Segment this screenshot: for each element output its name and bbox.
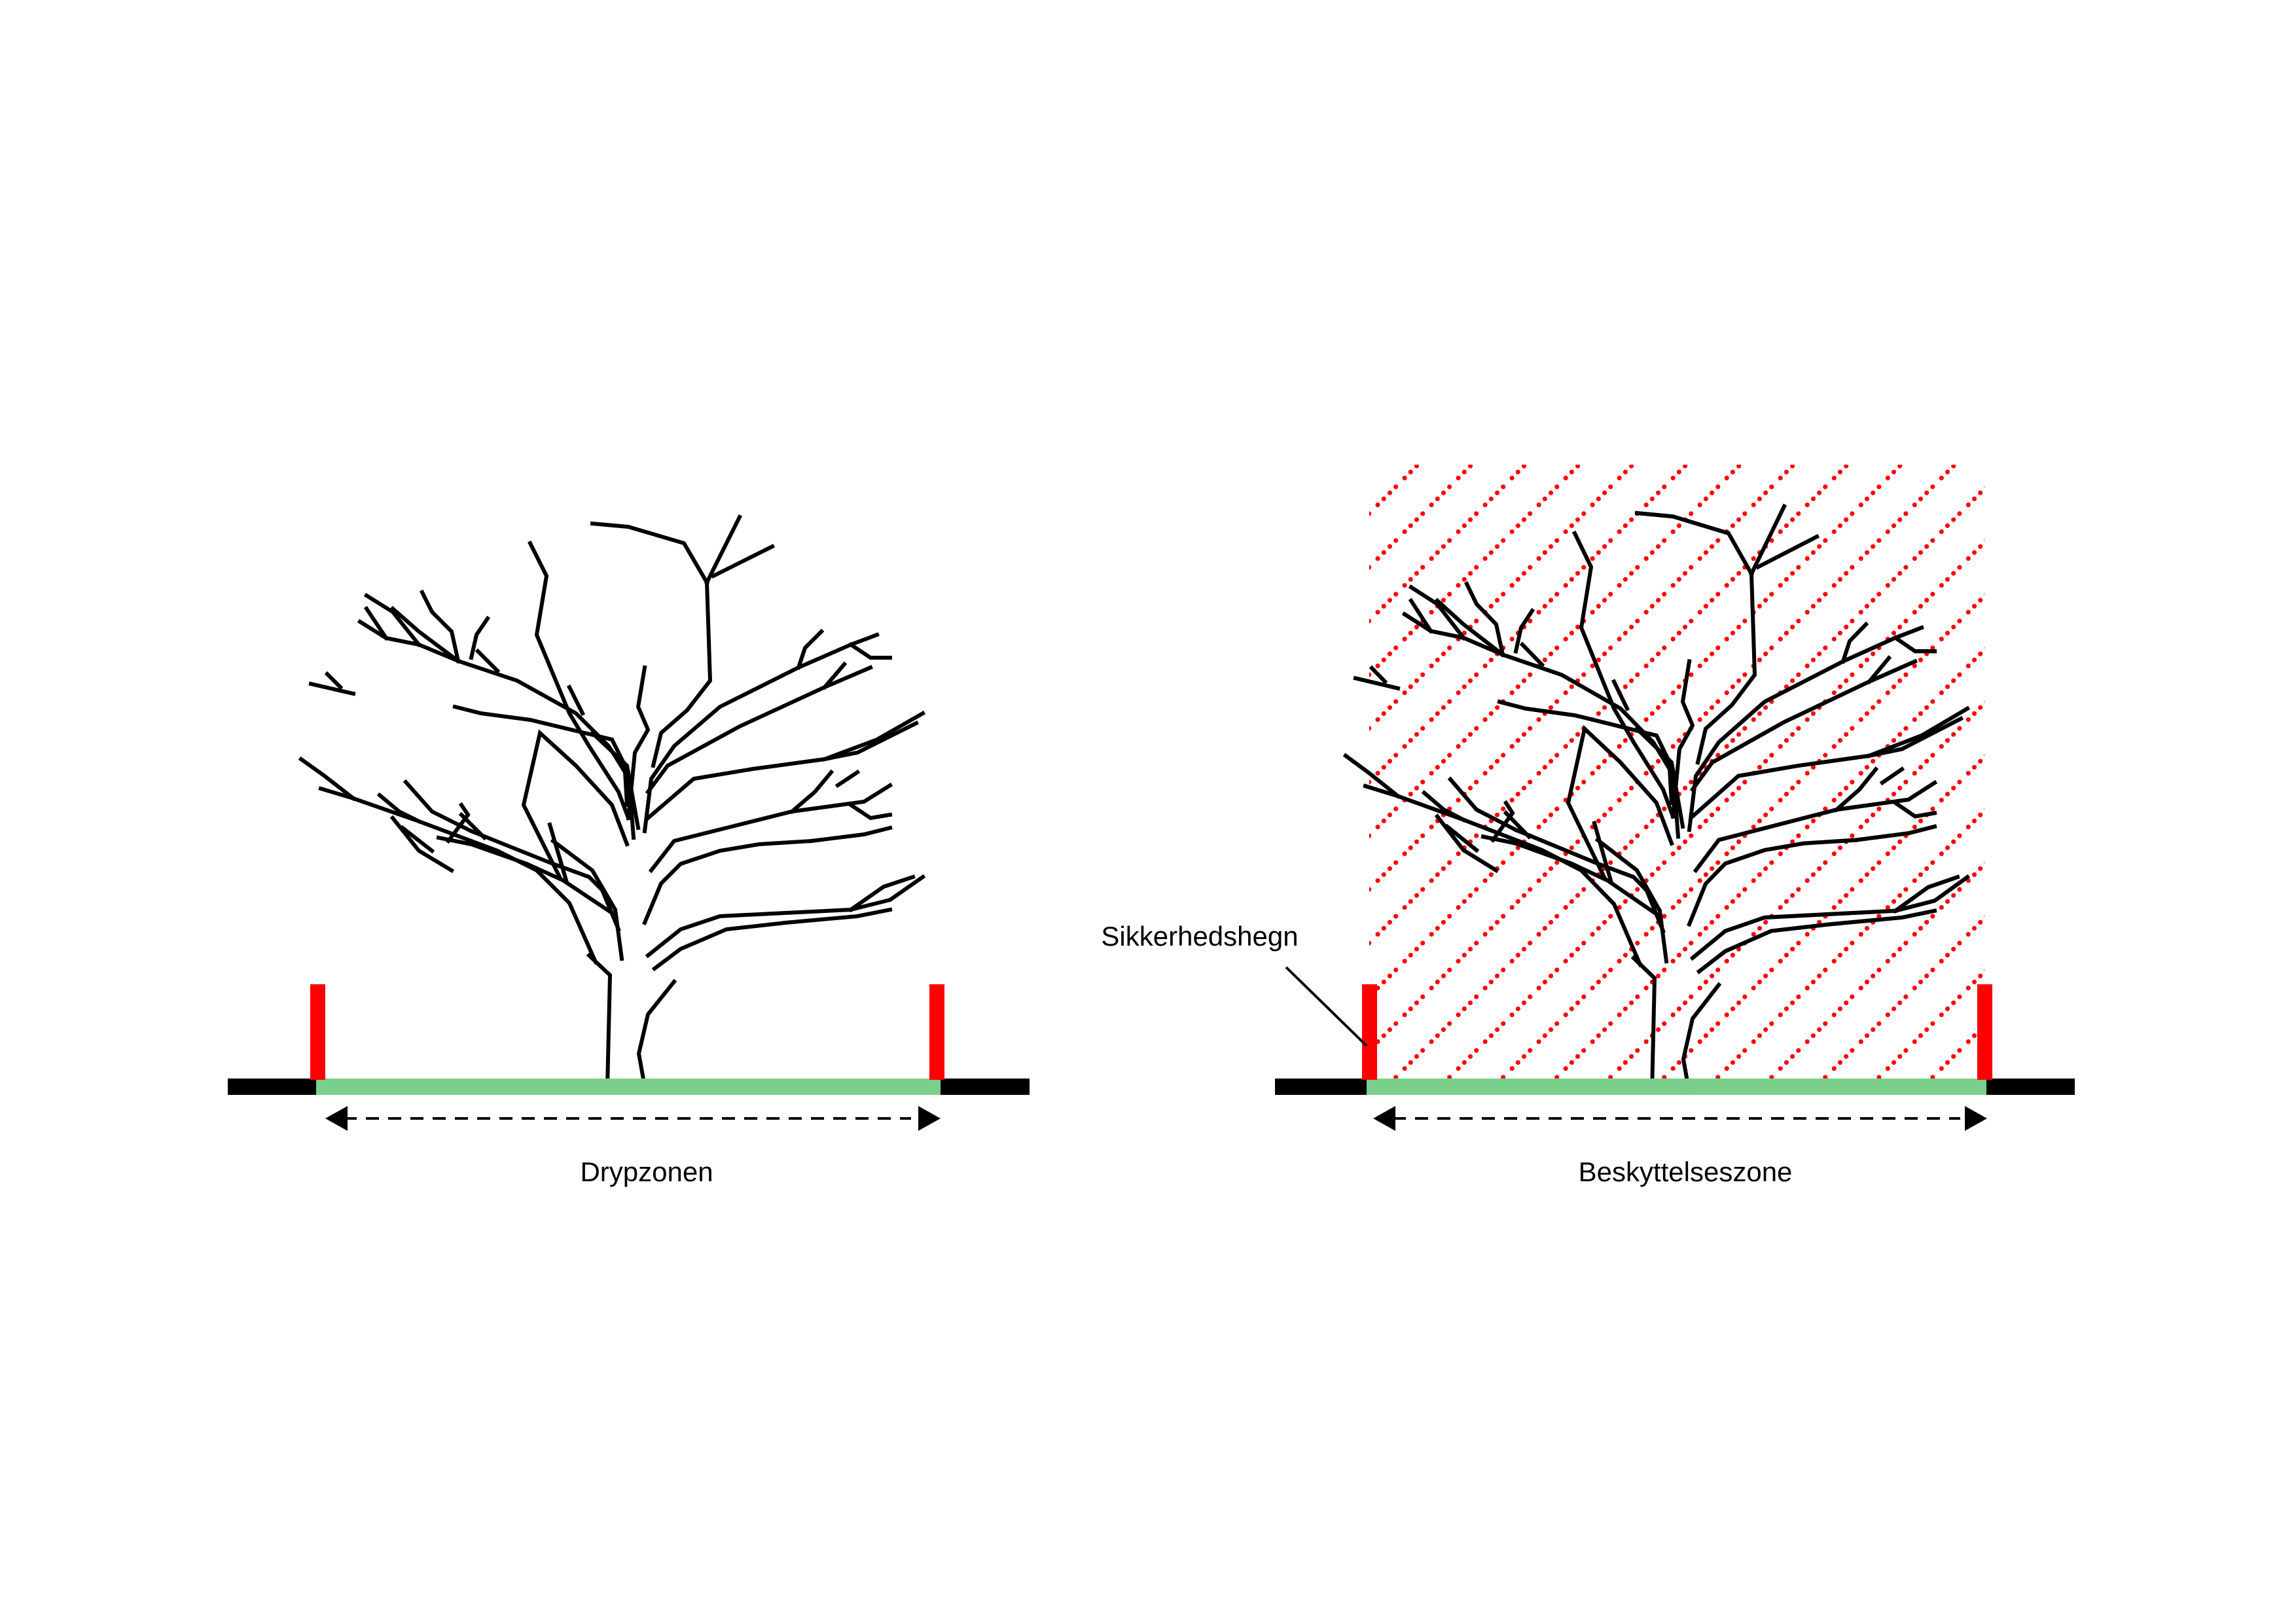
fence-leader-line bbox=[1285, 966, 1368, 1047]
left-ground-left bbox=[228, 1079, 316, 1095]
arrow-left-head-icon bbox=[1373, 1106, 1395, 1131]
arrow-left-head-icon bbox=[325, 1106, 348, 1131]
left-fence-post-right bbox=[929, 984, 944, 1080]
right-dimension-arrow bbox=[1373, 1106, 1987, 1131]
right-protection-zone-bar bbox=[1367, 1079, 1986, 1095]
left-fence-post-left bbox=[310, 984, 325, 1080]
left-dimension-arrow bbox=[325, 1106, 941, 1131]
right-zone-label: Beskyttelseszone bbox=[1579, 1156, 1793, 1187]
arrow-right-head-icon bbox=[918, 1106, 941, 1131]
left-diagram: Drypzonen bbox=[228, 517, 1030, 1187]
right-ground-right bbox=[1986, 1079, 2075, 1095]
left-zone-label: Drypzonen bbox=[580, 1156, 713, 1187]
right-diagram: Beskyttelseszone Sikkerhedshegn bbox=[1101, 465, 2075, 1187]
right-fence-post-left bbox=[1362, 984, 1377, 1080]
right-fence-post-right bbox=[1977, 984, 1992, 1080]
arrow-right-head-icon bbox=[1965, 1106, 1987, 1131]
left-tree bbox=[301, 517, 923, 1086]
right-ground-left bbox=[1275, 1079, 1367, 1095]
left-drip-zone-bar bbox=[316, 1079, 941, 1095]
left-ground-right bbox=[941, 1079, 1030, 1095]
fence-label: Sikkerhedshegn bbox=[1101, 921, 1298, 952]
